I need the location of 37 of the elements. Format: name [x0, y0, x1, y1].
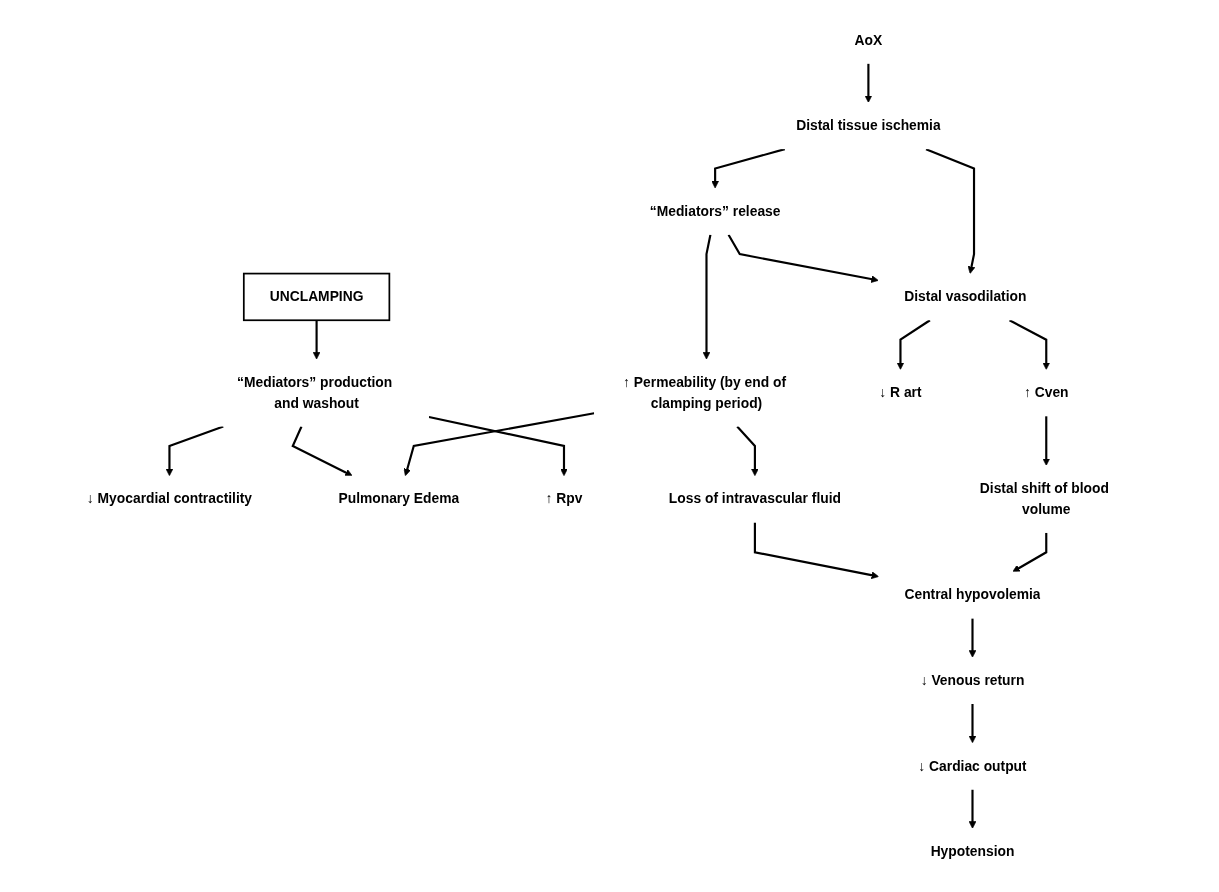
- node-text: ↓ Venous return: [920, 672, 1025, 688]
- arrow: [1042, 416, 1050, 466]
- arrow: [1012, 532, 1048, 573]
- node-text: ↑ Permeability (by end of clamping period): [622, 374, 786, 411]
- arrow: [428, 415, 568, 477]
- node-text: Loss of intravascular fluid: [668, 491, 841, 507]
- node-text: “Mediators” production and washout: [236, 374, 392, 411]
- node-text: AoX: [854, 32, 882, 48]
- arrow: [968, 703, 977, 744]
- arrow: [864, 63, 872, 103]
- arrow: [702, 234, 712, 360]
- arrow: [968, 618, 977, 658]
- arrow: [312, 320, 321, 360]
- arrow: [1008, 319, 1050, 370]
- node-box: UNCLAMPING: [242, 272, 390, 322]
- node-text: ↓ R art: [879, 385, 922, 400]
- node-text: Central hypovolemia: [904, 587, 1041, 602]
- arrow: [925, 148, 975, 274]
- arrow: [403, 412, 595, 477]
- arrow: [736, 425, 759, 477]
- node-text: ↑ Cven: [1023, 385, 1069, 400]
- node-text: Distal tissue ischemia: [795, 118, 941, 133]
- arrow: [753, 522, 879, 579]
- node-text: Pulmonary Edema: [338, 491, 459, 507]
- node-text: “Mediators” release: [649, 203, 781, 219]
- node-text: Distal vasodilation: [904, 289, 1027, 304]
- node-text: ↓ Myocardial contractility: [86, 491, 252, 507]
- node-text: ↓ Cardiac output: [918, 758, 1027, 774]
- arrow: [896, 319, 931, 370]
- arrow: [711, 148, 785, 189]
- node-text: Distal shift of blood volume: [979, 480, 1109, 517]
- node-text: ↑ Rpv: [545, 491, 583, 507]
- node-text: Hypotension: [930, 843, 1015, 859]
- arrow: [291, 426, 353, 477]
- arrow: [968, 789, 977, 829]
- arrow: [165, 425, 224, 477]
- arrow: [727, 234, 879, 283]
